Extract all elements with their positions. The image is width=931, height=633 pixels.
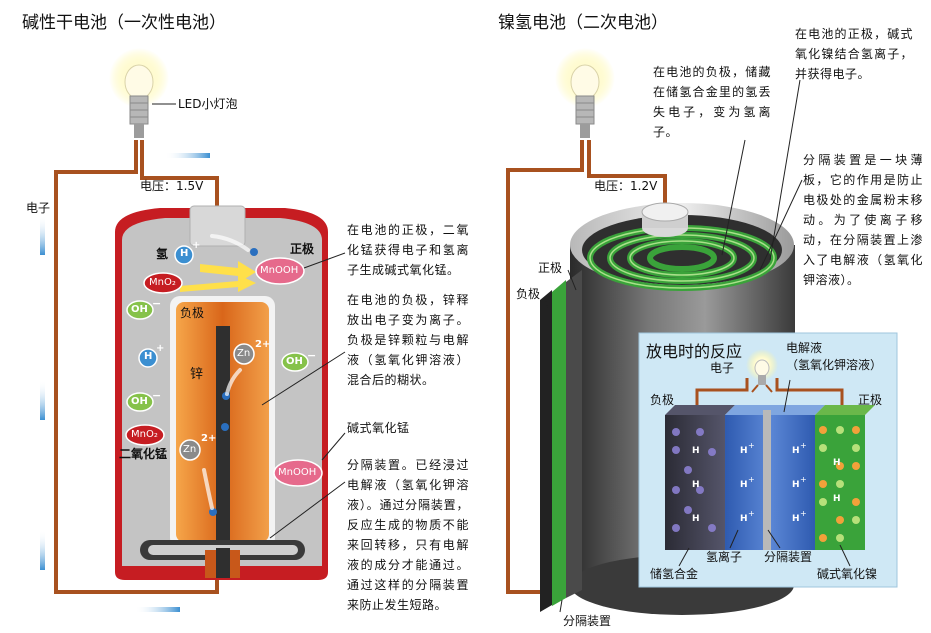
inset-h-ion-4: H: [692, 480, 700, 490]
ion-2plus-text-2: 2+: [201, 433, 217, 444]
ion-minus-text-1: −: [152, 297, 162, 310]
inset-plus-5: +: [748, 475, 755, 484]
inset-plus-3: +: [800, 441, 807, 450]
ion-mno2-text-2: MnO₂: [131, 429, 158, 440]
inset-alloy: 储氢合金: [650, 567, 699, 581]
inset-electron: 电子: [710, 361, 735, 375]
left-title: 碱性干电池（一次性电池）: [22, 13, 226, 33]
inset-h-ion-10: H: [833, 458, 841, 468]
ion-mno2-2: [125, 424, 165, 446]
right-led-bulb-icon: [555, 48, 615, 138]
nickel-particles: [819, 426, 860, 542]
zinc-label: 锌: [190, 367, 204, 382]
inset-h-ion-3: H: [792, 446, 800, 456]
ion-oh-text-2: OH: [131, 396, 148, 407]
inset-title: 放电时的反应: [646, 342, 743, 361]
inset-h-ion-8: H: [740, 514, 748, 524]
left-bulb-label: LED小灯泡: [178, 97, 238, 111]
inset-electrolyte-sub: （氢氧化钾溶液）: [786, 358, 883, 372]
inset-separator: 分隔装置: [764, 550, 813, 564]
right-title: 镍氢电池（二次电池）: [498, 13, 668, 33]
left-reaction-arrows: [180, 261, 256, 292]
reaction-inset: [638, 332, 898, 588]
inset-positive: 正极: [858, 393, 883, 407]
ion-minus-text-2: −: [152, 389, 162, 402]
left-voltage: 电压：1.5V: [140, 179, 204, 193]
ion-mno2-1: [143, 272, 183, 294]
left-negative-label: 负极: [180, 306, 205, 320]
right-negative-label: 负极: [516, 287, 541, 301]
left-leader-lines: [261, 252, 346, 539]
ion-h-text-2: H: [144, 351, 153, 362]
note-left-negative: 在电池的负极，锌释放出电子变为离子。负极是锌颗粒与电解液（氢氧化钾溶液）混合后的…: [347, 293, 469, 387]
ion-zn-1: [233, 343, 255, 365]
ion-zn-text-2: Zn: [183, 444, 197, 455]
ion-plus-text-2: +: [156, 343, 165, 354]
inset-h-ion-1: H: [692, 446, 700, 456]
ion-plus-text-1: +: [192, 240, 201, 251]
ion-minus-text-3: −: [307, 349, 317, 362]
alloy-particles: [672, 428, 716, 532]
right-wire-circuit: [506, 140, 667, 594]
note-right-separator: 分隔装置是一块薄板，它的作用是防止电极处的金属粉末移动。为了使离子移动，在分隔装…: [803, 153, 923, 287]
inset-h-ion-6: H: [792, 480, 800, 490]
ion-mnooh-2: [273, 459, 323, 487]
left-wire-circuit: [54, 140, 219, 594]
inset-plus-8: +: [748, 509, 755, 518]
right-separator-label: 分隔装置: [563, 614, 612, 628]
ion-oh-text-1: OH: [131, 304, 148, 315]
inset-nickel: 碱式氧化镍: [817, 567, 878, 581]
ion-oh-3: [281, 352, 309, 372]
note-left-mnooh: 碱式氧化锰: [347, 421, 410, 435]
inset-h-ion-7: H: [692, 514, 700, 524]
ion-zn-text-1: Zn: [237, 348, 251, 359]
note-right-positive: 在电池的正极，碱式氧化镍结合氢离子，并获得电子。: [795, 27, 913, 81]
note-right-negative: 在电池的负极，储藏在储氢合金里的氢丢失电子，变为氢离子。: [653, 65, 771, 139]
ion-2plus-text-1: 2+: [255, 339, 271, 350]
manganese-dioxide-label: 二氧化锰: [119, 447, 168, 461]
ion-oh-1: [126, 300, 154, 320]
ion-h-plus-2: [138, 348, 158, 368]
ion-h-plus-1: [174, 245, 194, 265]
right-leader-lines: [544, 79, 803, 613]
ion-zn-2: [179, 439, 201, 461]
inset-electrolyte: 电解液: [786, 341, 823, 355]
left-electron-flow: [40, 153, 210, 612]
inset-h-ion-2: H: [740, 446, 748, 456]
ion-mnooh-text-1: MnOOH: [260, 265, 299, 276]
note-left-positive: 在电池的正极，二氧化锰获得电子和氢离子生成碱式氧化锰。: [347, 223, 469, 277]
right-voltage: 电压：1.2V: [594, 179, 658, 193]
left-led-bulb-icon: [109, 48, 169, 138]
inset-h-ion-11: H: [833, 494, 841, 504]
ion-mnooh-1: [255, 257, 305, 285]
inset-plus-6: +: [800, 475, 807, 484]
inset-h-ion-9: H: [792, 514, 800, 524]
left-swirls: [202, 234, 250, 510]
left-electron-label: 电子: [26, 201, 51, 215]
ion-mnooh-text-2: MnOOH: [278, 467, 317, 478]
ion-h-text-1: H: [180, 248, 189, 259]
left-positive-label: 正极: [290, 242, 315, 256]
ion-oh-text-3: OH: [286, 356, 303, 367]
ion-mno2-text-1: MnO₂: [149, 277, 176, 288]
right-positive-label: 正极: [538, 261, 563, 275]
inset-plus-9: +: [800, 509, 807, 518]
inset-leader-lines: [678, 379, 851, 567]
inset-plus-2: +: [748, 441, 755, 450]
inset-h-ion-5: H: [740, 480, 748, 490]
ion-oh-2: [126, 392, 154, 412]
note-left-separator: 分隔装置。已经浸过电解液（氢氧化钾溶液）。通过分隔装置，反应生成的物质不能来回转…: [347, 458, 469, 612]
hydrogen-label: 氢: [156, 247, 169, 261]
inset-negative: 负极: [650, 393, 675, 407]
inset-h-ion: 氢离子: [706, 550, 743, 564]
